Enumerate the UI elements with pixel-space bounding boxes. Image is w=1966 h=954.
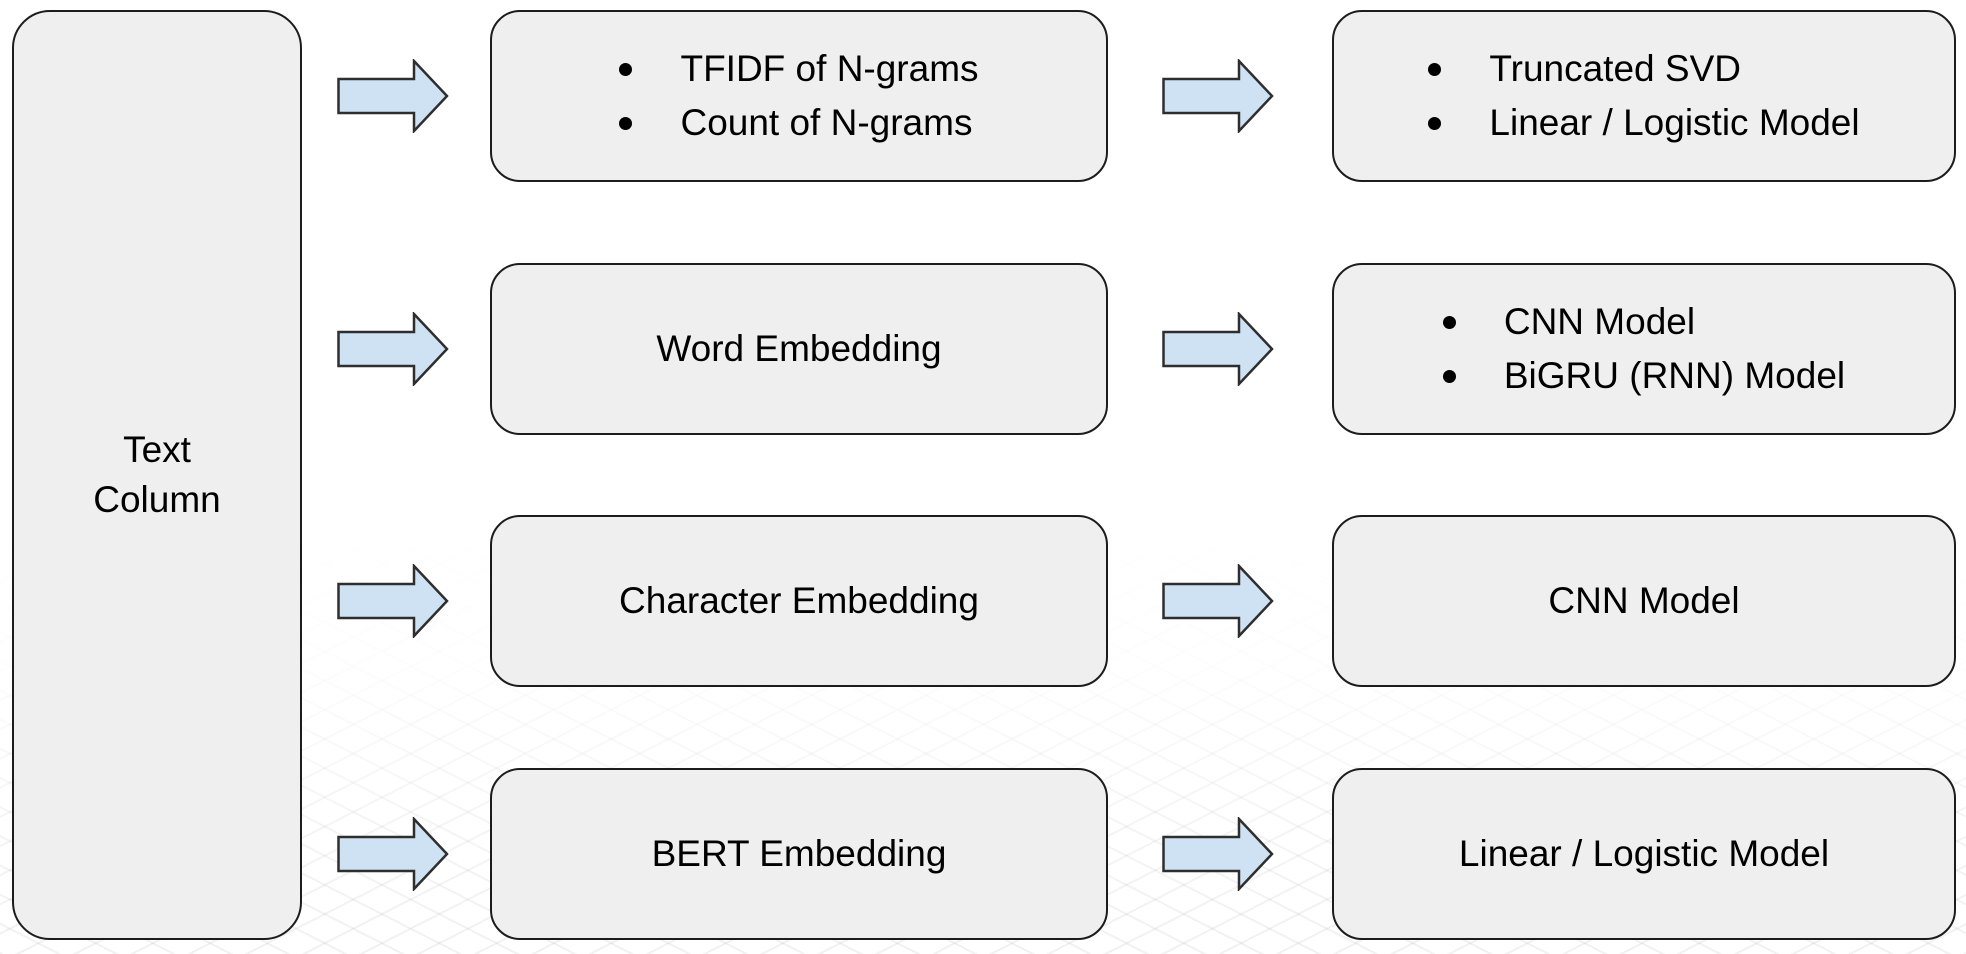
arrow-right-icon — [1162, 817, 1274, 891]
bullet-text: Linear / Logistic Model — [1489, 102, 1860, 143]
arrow-right-icon — [1162, 59, 1274, 133]
bullet-item: CNN Model — [1442, 295, 1845, 349]
bullet-dot — [619, 62, 633, 76]
bullet-dot — [619, 116, 633, 130]
bullet-dot — [1428, 62, 1442, 76]
bullet-text: Count of N-grams — [680, 102, 973, 143]
bullet-dot — [1428, 116, 1442, 130]
bullet-item: BiGRU (RNN) Model — [1442, 349, 1846, 403]
model-box-linear-logistic: Linear / Logistic Model — [1332, 768, 1956, 940]
feature-box-character-embedding: Character Embedding — [490, 515, 1108, 687]
bullet-item: Truncated SVD — [1428, 42, 1859, 96]
bullet-item: TFIDF of N-grams — [619, 42, 979, 96]
arrow-right-icon — [1162, 312, 1274, 386]
bullet-item: Linear / Logistic Model — [1428, 96, 1860, 150]
bullet-text: BiGRU (RNN) Model — [1503, 355, 1846, 396]
bullet-text: Truncated SVD — [1489, 48, 1741, 89]
feature-label: Word Embedding — [656, 328, 942, 369]
bullet-list: Truncated SVD Linear / Logistic Model — [1428, 42, 1860, 150]
model-label: Linear / Logistic Model — [1458, 833, 1830, 874]
arrow-right-icon — [337, 312, 449, 386]
bullet-dot — [1442, 369, 1456, 383]
feature-box-ngrams: TFIDF of N-grams Count of N-grams — [490, 10, 1108, 182]
text-column-box: Text Column — [12, 10, 302, 940]
feature-box-word-embedding: Word Embedding — [490, 263, 1108, 435]
arrow-right-icon — [1162, 564, 1274, 638]
model-box-cnn-bigru: CNN Model BiGRU (RNN) Model — [1332, 263, 1956, 435]
arrow-right-icon — [337, 564, 449, 638]
bullet-text: CNN Model — [1503, 301, 1696, 342]
feature-label: Character Embedding — [619, 580, 979, 621]
text-column-label: Text Column — [93, 429, 221, 520]
bullet-item: Count of N-grams — [619, 96, 978, 150]
arrow-right-icon — [337, 817, 449, 891]
feature-label: BERT Embedding — [651, 833, 947, 874]
model-box-svd-linear: Truncated SVD Linear / Logistic Model — [1332, 10, 1956, 182]
arrow-right-icon — [337, 59, 449, 133]
model-box-cnn: CNN Model — [1332, 515, 1956, 687]
model-label: CNN Model — [1548, 580, 1740, 621]
bullet-list: CNN Model BiGRU (RNN) Model — [1442, 295, 1846, 403]
bullet-dot — [1442, 315, 1456, 329]
bullet-list: TFIDF of N-grams Count of N-grams — [619, 42, 979, 150]
bullet-text: TFIDF of N-grams — [680, 48, 979, 89]
feature-box-bert-embedding: BERT Embedding — [490, 768, 1108, 940]
